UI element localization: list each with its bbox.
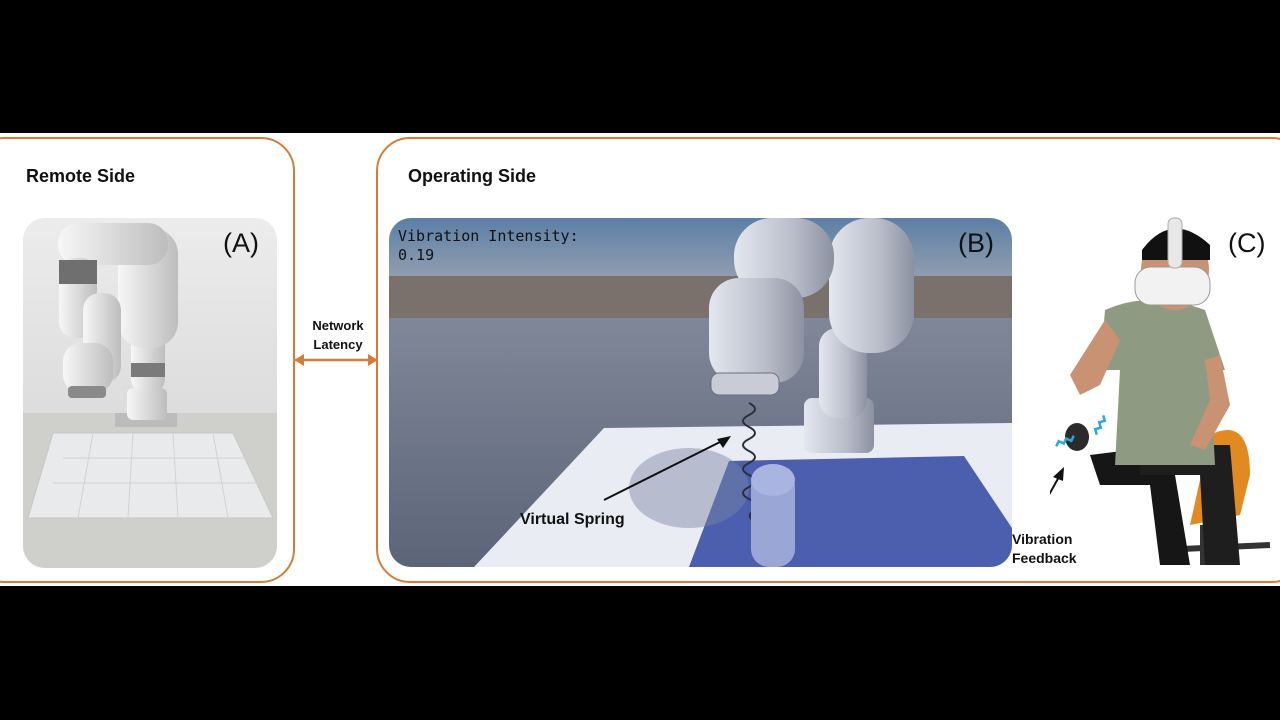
panel-a-label: (A) (223, 228, 259, 258)
vibration-intensity-value: 0.19 (398, 246, 435, 264)
user-photo (1050, 215, 1280, 570)
simulation-view (389, 218, 1012, 567)
panel-c-label: (C) (1228, 228, 1266, 258)
vibration-intensity-caption: Vibration Intensity: (398, 227, 579, 245)
vibration-feedback-label: Vibration Feedback (1012, 530, 1077, 568)
real-robot-photo (23, 218, 277, 568)
network-line1: Network (312, 318, 364, 333)
network-latency-label: Network Latency (306, 316, 370, 354)
panel-b-label: (B) (958, 228, 994, 258)
operating-side-title: Operating Side (408, 166, 537, 186)
network-line2: Latency (313, 337, 363, 352)
vibration-feedback-line1: Vibration (1012, 531, 1073, 547)
vibration-feedback-line2: Feedback (1012, 550, 1077, 566)
network-latency-arrow (294, 354, 378, 366)
remote-side-title: Remote Side (26, 166, 136, 186)
vibration-intensity-readout: Vibration Intensity: 0.19 (398, 227, 579, 265)
virtual-spring-label: Virtual Spring (520, 511, 625, 528)
